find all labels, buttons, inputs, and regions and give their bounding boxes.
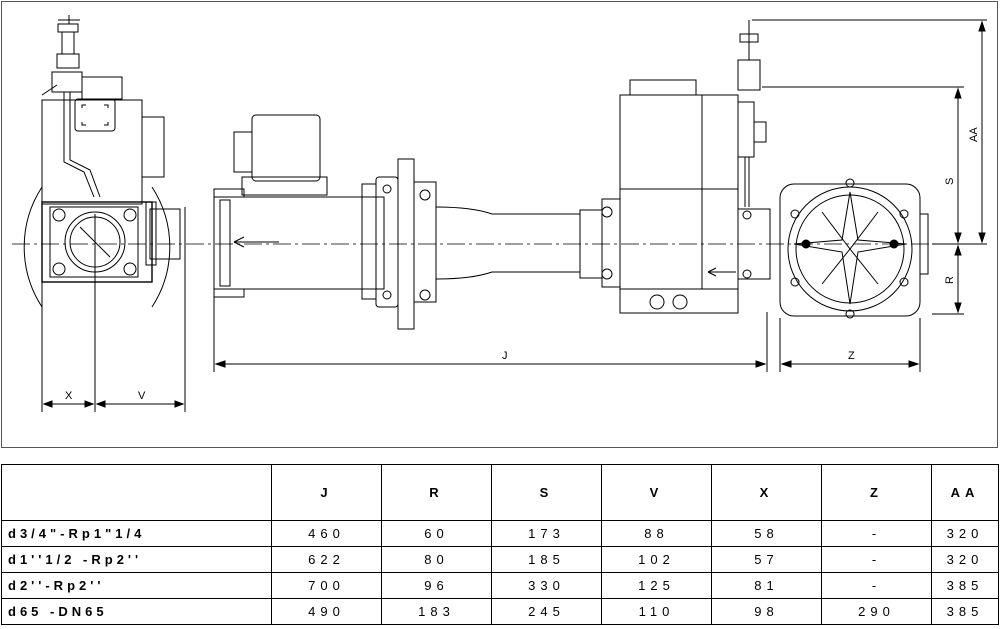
table-cell: 88: [601, 520, 712, 547]
table-row: d2''-Rp2'' 700 96 330 125 81 - 385: [1, 572, 999, 599]
table-cell: 385: [931, 572, 999, 599]
table-header-row: J R S V X Z AA: [1, 464, 999, 521]
column-header-s: S: [491, 464, 602, 521]
table-cell: 490: [271, 598, 382, 625]
table-cell: 57: [711, 546, 822, 573]
table-cell: 110: [601, 598, 712, 625]
dimension-table: J R S V X Z AA d3/4"-Rp1"1/4 460 60 173 …: [1, 464, 999, 625]
table-cell: 290: [821, 598, 932, 625]
table-row: d65 -DN65 490 183 245 110 98 290 385: [1, 598, 999, 625]
column-header-x: X: [711, 464, 822, 521]
model-cell: d3/4"-Rp1"1/4: [1, 520, 272, 547]
left-end-view: [23, 15, 181, 332]
flange-end-view: [779, 178, 929, 319]
model-cell: d65 -DN65: [1, 598, 272, 625]
dim-label-r: R: [944, 276, 956, 284]
table-cell: -: [821, 520, 932, 547]
table-row: d3/4"-Rp1"1/4 460 60 173 88 58 - 320: [1, 520, 999, 547]
table-cell: 98: [711, 598, 822, 625]
dim-label-s: S: [944, 178, 956, 185]
dim-label-v: V: [138, 390, 146, 402]
column-header-r: R: [381, 464, 492, 521]
table-cell: 245: [491, 598, 602, 625]
regulator-unit: [601, 20, 771, 314]
column-header-z: Z: [821, 464, 932, 521]
table-cell: 320: [931, 546, 999, 573]
table-cell: 125: [601, 572, 712, 599]
table-cell: 60: [381, 520, 492, 547]
table-cell: 173: [491, 520, 602, 547]
table-cell: 460: [271, 520, 382, 547]
dim-label-z: Z: [848, 350, 855, 362]
table-cell: -: [821, 546, 932, 573]
table-cell: 183: [381, 598, 492, 625]
table-cell: 81: [711, 572, 822, 599]
dim-label-j: J: [502, 350, 508, 362]
gas-train-drawing: X V J Z S R AA: [12, 15, 987, 412]
table-row: d1''1/2 -Rp2'' 622 80 185 102 57 - 320: [1, 546, 999, 573]
table-cell: 80: [381, 546, 492, 573]
table-cell: 96: [381, 572, 492, 599]
table-cell: 622: [271, 546, 382, 573]
technical-drawing: X V J Z S R AA: [1, 1, 998, 448]
column-header-v: V: [601, 464, 712, 521]
model-cell: d2''-Rp2'': [1, 572, 272, 599]
table-cell: 185: [491, 546, 602, 573]
table-cell: 102: [601, 546, 712, 573]
dim-label-aa: AA: [968, 127, 980, 142]
table-cell: -: [821, 572, 932, 599]
table-cell: 58: [711, 520, 822, 547]
column-header-aa: AA: [931, 464, 999, 521]
dim-label-x: X: [65, 390, 73, 402]
column-header: [1, 464, 272, 521]
table-cell: 330: [491, 572, 602, 599]
table-cell: 320: [931, 520, 999, 547]
column-header-j: J: [271, 464, 382, 521]
solenoid-valve: [213, 114, 603, 330]
table-cell: 700: [271, 572, 382, 599]
table-cell: 385: [931, 598, 999, 625]
model-cell: d1''1/2 -Rp2'': [1, 546, 272, 573]
